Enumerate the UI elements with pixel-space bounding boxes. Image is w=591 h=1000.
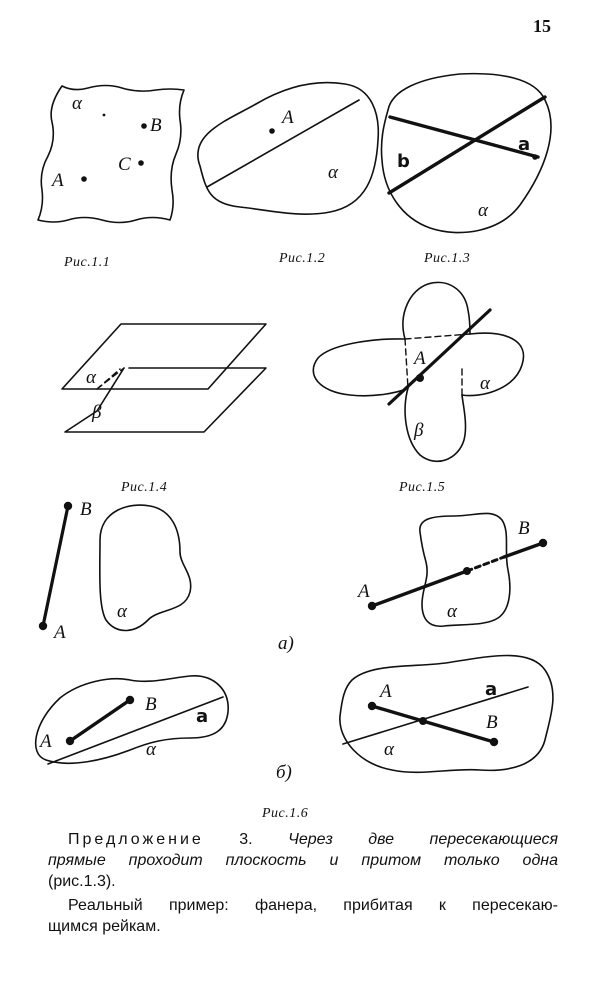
fig-1-4-hidden-edge <box>96 368 121 390</box>
fig-1-6b-label-a-line-right: a <box>485 679 497 700</box>
fig-1-6b-label-a-line-left: a <box>196 706 208 727</box>
fig-1-6b-label-a-right: A <box>378 681 392 702</box>
fig-1-1-plane <box>37 84 185 224</box>
line-a-left <box>47 696 224 765</box>
segment-ab-crossing-line <box>370 704 496 744</box>
line-a <box>388 115 540 159</box>
fig-1-6a-plane-left <box>98 504 192 632</box>
fig-1-6b-label-alpha-left: α <box>146 739 157 760</box>
caption-fig-1-3: Рис.1.3 <box>423 251 470 266</box>
fig-1-6a-plane-right <box>419 512 511 628</box>
fig-1-5-label-alpha: α <box>480 373 491 394</box>
fig-1-1-label-c: C <box>118 154 131 175</box>
fig-1-6b-plane-left <box>34 675 229 765</box>
part-a-label: а) <box>278 633 294 654</box>
fig-1-2-label-alpha: α <box>328 162 339 183</box>
fig-1-6a-label-b-left: B <box>80 499 92 520</box>
caption-fig-1-5: Рис.1.5 <box>398 480 445 495</box>
example-line-2: щимся рейкам. <box>48 918 161 935</box>
fig-1-1-label-b: B <box>150 115 162 136</box>
part-b-label: б) <box>276 762 292 783</box>
proposal-reference: (рис.1.3). <box>48 873 116 890</box>
proposal-text-1: Через две пересекающиеся <box>288 831 559 848</box>
proposal-number: 3. <box>239 831 253 848</box>
segment-ab-in-plane <box>68 698 132 743</box>
fig-1-3-plane <box>380 72 552 234</box>
segment-ab-crossing <box>502 541 545 559</box>
fig-1-6a-label-a-left: A <box>52 622 66 643</box>
fig-1-3-label-alpha: α <box>478 200 489 221</box>
fig-1-5-label-beta: β <box>413 420 424 441</box>
fig-1-6b-label-a-left: A <box>38 731 52 752</box>
fig-1-4-label-alpha: α <box>86 367 97 388</box>
fig-1-6b-label-alpha-right: α <box>384 739 395 760</box>
fig-1-6b-label-b-right: B <box>486 712 498 733</box>
fig-1-2-line <box>206 99 360 188</box>
fig-1-6b-label-b-left: B <box>145 694 157 715</box>
fig-1-1-label-a: A <box>50 170 64 191</box>
caption-fig-1-1: Рис.1.1 <box>63 255 110 270</box>
page-number: 15 <box>533 16 551 36</box>
fig-1-3-label-a: a <box>518 134 530 155</box>
example-line-1: Реальный пример: фанера, прибитая к пере… <box>68 897 558 914</box>
figures-illustration: α B C A A α a b α α β A α β B A α B A α … <box>34 72 554 820</box>
fig-1-5-plane-alpha <box>312 332 525 397</box>
fig-1-2-plane <box>197 81 380 215</box>
caption-fig-1-4: Рис.1.4 <box>120 480 167 495</box>
fig-1-6a-label-alpha-right: α <box>447 601 458 622</box>
fig-1-5-line <box>387 308 492 406</box>
fig-1-6b-plane-right <box>339 654 554 774</box>
fig-1-3-label-b: b <box>397 151 410 172</box>
caption-fig-1-2: Рис.1.2 <box>278 251 325 266</box>
fig-1-5-plane-beta <box>402 281 471 463</box>
proposal-line-1: Предложение 3. Через две пересекающиеся <box>68 829 558 850</box>
fig-1-4-label-beta: β <box>91 402 102 423</box>
line-a-right <box>342 686 529 745</box>
fig-1-6a-label-alpha-left: α <box>117 601 128 622</box>
line-b <box>387 95 547 195</box>
fig-1-5-label-a: A <box>412 348 426 369</box>
fig-1-6a-label-a-right: A <box>356 581 370 602</box>
points <box>38 113 548 747</box>
segment-ab-left <box>41 504 70 628</box>
fig-1-6a-label-b-right: B <box>518 518 530 539</box>
proposal-line-2: прямые проходит плоскость и притом тольк… <box>48 852 558 869</box>
fig-1-2-label-a: A <box>280 107 294 128</box>
fig-1-1-label-alpha: α <box>72 93 83 114</box>
proposal-word: Предложение <box>68 831 204 848</box>
caption-fig-1-6: Рис.1.6 <box>261 806 308 820</box>
